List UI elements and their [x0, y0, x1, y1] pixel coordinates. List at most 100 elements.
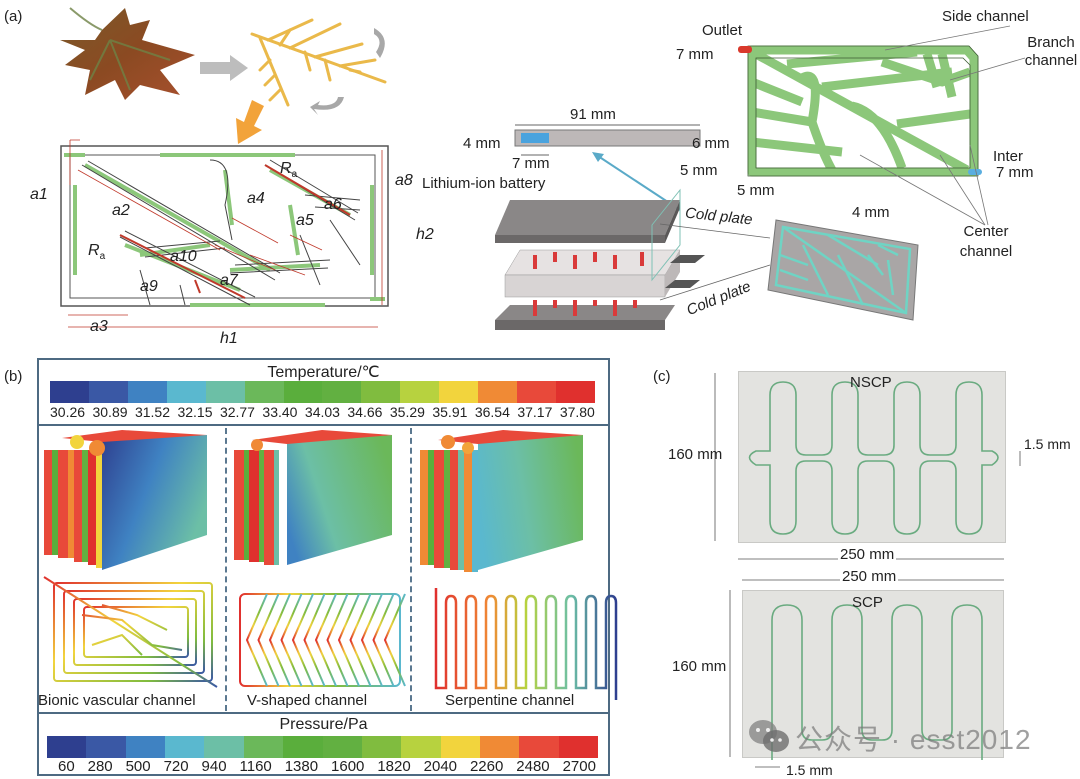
right-arrow-icon — [200, 55, 248, 81]
pressure-tick-label: 2040 — [423, 758, 458, 775]
temperature-colorbar — [50, 381, 595, 403]
temperature-tick-label: 37.17 — [517, 404, 553, 420]
temperature-tick-label: 35.29 — [389, 404, 425, 420]
pressure-color-segment — [401, 736, 441, 758]
caption-bionic-vascular-channel: Bionic vascular channel — [38, 692, 196, 709]
pressure-color-segment — [47, 736, 87, 758]
pressure-color-segment — [361, 736, 402, 758]
temperature-color-segment — [50, 381, 89, 403]
v-channel-branch — [291, 593, 314, 687]
temperature-color-segment — [439, 381, 479, 403]
temperature-tick-label: 34.66 — [347, 404, 383, 420]
pressure-color-segment — [322, 736, 362, 758]
temperature-color-segment — [322, 381, 362, 403]
dim-label-a7: a7 — [220, 272, 238, 289]
inlet-width-label: 7 mm — [996, 164, 1034, 181]
branch-channel-label: Branch channel — [1024, 34, 1078, 69]
temperature-color-segment — [88, 381, 128, 403]
v-channel-branch — [326, 593, 349, 687]
dim-label-h1: h1 — [220, 330, 238, 347]
battery-stack-3d — [495, 188, 705, 330]
temperature-color-segment — [283, 381, 323, 403]
pressure-color-segment — [243, 736, 284, 758]
scp-channel-width-label: 1.5 mm — [786, 762, 833, 778]
nscp-plate — [738, 371, 1006, 543]
nscp-height-label: 160 mm — [668, 446, 723, 463]
center-channel-label: Center channel — [959, 223, 1013, 260]
v-channel-branch — [383, 593, 406, 687]
pressure-color-segment — [86, 736, 126, 758]
battery-thick-left-label: 4 mm — [463, 135, 501, 152]
dim-label-a10: a10 — [170, 248, 197, 265]
watermark-text: 公众号 · esst2012 — [795, 724, 1032, 755]
dim-label-a3: a3 — [90, 318, 108, 335]
temperature-color-segment — [205, 381, 245, 403]
dim-5mm-vertical-label: 5 mm — [680, 162, 718, 179]
dim-label-a8: a8 — [395, 172, 413, 189]
panel-c-label: (c) — [653, 368, 671, 385]
panel-b-frame — [37, 358, 610, 776]
pressure-tick-label: 2260 — [469, 758, 504, 775]
dim-5mm-horizontal-label: 5 mm — [737, 182, 775, 199]
nscp-channel-width-label: 1.5 mm — [1024, 436, 1071, 452]
bionic-vascular-channel-drawing — [43, 576, 218, 688]
rotate-arrow-icon — [310, 97, 344, 115]
pressure-color-segment — [204, 736, 244, 758]
pressure-color-segment — [125, 736, 166, 758]
dim-label-a6: a6 — [324, 196, 342, 213]
temperature-color-segment — [555, 381, 595, 403]
caption-serpentine-channel: Serpentine channel — [445, 692, 575, 709]
wechat-icon — [749, 720, 789, 752]
maple-leaf-illustration — [60, 7, 195, 100]
v-channel-branch — [257, 593, 280, 687]
temperature-tick-label: 32.77 — [219, 404, 255, 420]
nscp-dimension-lines — [714, 373, 1021, 560]
v-channel-branch — [268, 593, 291, 687]
pressure-tick-label: 940 — [201, 758, 227, 775]
scp-title: SCP — [852, 594, 883, 611]
battery-cross-section — [514, 124, 701, 156]
dim-label-a2: a2 — [112, 202, 130, 219]
caption-v-shaped-channel: V-shaped channel — [247, 692, 368, 709]
temperature-color-segment — [244, 381, 284, 403]
outlet-width-label: 7 mm — [676, 46, 714, 63]
radius-label-top: Ra — [280, 160, 298, 181]
temperature-color-segment — [166, 381, 206, 403]
panel-b-divider — [37, 712, 610, 714]
dim-label-a1: a1 — [30, 186, 48, 203]
v-channel-branch — [349, 593, 372, 687]
temperature-tick-label: 30.89 — [92, 404, 128, 420]
thermal-block-serpentine — [420, 430, 583, 572]
nscp-width-label: 250 mm — [838, 546, 897, 563]
v-channel-branch — [245, 593, 268, 687]
temperature-color-segment — [400, 381, 440, 403]
pressure-color-segment — [479, 736, 520, 758]
temperature-color-segment — [361, 381, 401, 403]
pressure-tick-label: 1820 — [377, 758, 411, 775]
temperature-tick-label: 34.03 — [304, 404, 340, 420]
v-channel-branch — [337, 593, 360, 687]
lithium-ion-battery-label: Lithium-ion battery — [422, 175, 546, 192]
pressure-tick-label: 500 — [125, 758, 151, 775]
pressure-tick-label: 1160 — [239, 758, 272, 775]
pressure-tick-label: 280 — [87, 758, 113, 775]
cold-plate-leader-lines — [659, 223, 771, 301]
scp-width-label: 250 mm — [840, 568, 899, 585]
v-channel-branch — [372, 593, 395, 687]
panel-b-dashed-divider — [410, 428, 412, 711]
battery-inlet-width-label: 7 mm — [512, 155, 550, 172]
temperature-tick-label: 35.91 — [432, 404, 468, 420]
temperature-color-segment — [517, 381, 556, 403]
temperature-tick-label: 31.52 — [134, 404, 171, 420]
dim-label-h2: h2 — [416, 226, 434, 243]
pressure-tick-label: 60 — [58, 758, 75, 775]
channel-leader-lines — [859, 25, 1026, 226]
battery-thick-right-label: 6 mm — [692, 135, 730, 152]
pressure-color-segment — [283, 736, 323, 758]
rotate-arrow-icon — [374, 28, 385, 58]
panel-b-divider — [37, 424, 610, 426]
pressure-color-segment — [440, 736, 480, 758]
panel-b-label: (b) — [4, 368, 23, 385]
temperature-tick-label: 36.54 — [474, 404, 510, 420]
